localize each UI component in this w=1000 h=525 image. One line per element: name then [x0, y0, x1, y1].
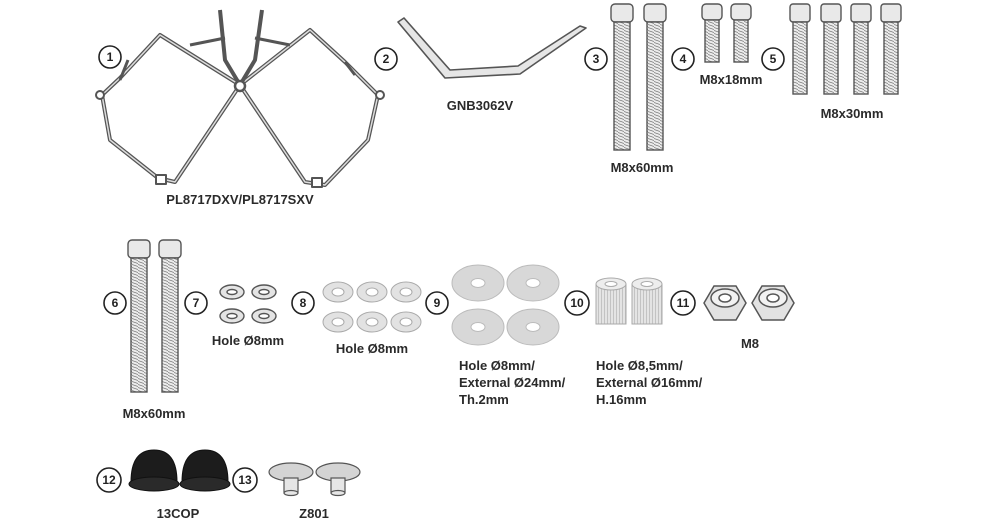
part-label-11: M8: [741, 336, 759, 351]
nuts-m8: [703, 285, 795, 321]
bolts-m8x30: [789, 3, 902, 95]
part-label-13: Z801: [299, 506, 329, 521]
part-number-8: 8: [291, 291, 315, 315]
part-label-9-line-1: Hole Ø8mm/: [459, 358, 535, 373]
part-number-7: 7: [184, 291, 208, 315]
part-number-text: 6: [112, 296, 119, 310]
part-number-text: 3: [593, 52, 600, 66]
part-label-4: M8x18mm: [700, 72, 763, 87]
pannier-frame-pair: [95, 9, 385, 188]
part-number-6: 6: [103, 291, 127, 315]
part-number-12: 12: [96, 467, 122, 493]
part-number-text: 8: [300, 296, 307, 310]
flat-washers-large: [451, 264, 560, 346]
part-number-13: 13: [232, 467, 258, 493]
part-number-1: 1: [98, 45, 122, 69]
part-label-10-line-3: H.16mm: [596, 392, 647, 407]
part-number-text: 2: [383, 52, 390, 66]
part-label-1: PL8717DXV/PL8717SXV: [166, 192, 314, 207]
part-number-3: 3: [584, 47, 608, 71]
part-number-text: 7: [193, 296, 200, 310]
part-label-10-line-2: External Ø16mm/: [596, 375, 703, 390]
part-number-2: 2: [374, 47, 398, 71]
part-label-8: Hole Ø8mm: [336, 341, 408, 356]
spring-washers: [219, 284, 277, 324]
part-label-5: M8x30mm: [821, 106, 884, 121]
part-label-9-line-2: External Ø24mm/: [459, 375, 566, 390]
part-number-10: 10: [564, 290, 590, 316]
part-number-4: 4: [671, 47, 695, 71]
part-number-11: 11: [670, 290, 696, 316]
part-number-text: 13: [238, 473, 252, 487]
bolts-m8x60-bottom: [127, 239, 182, 393]
part-number-text: 11: [677, 296, 690, 310]
flat-washers-small: [322, 281, 422, 333]
part-label-6: M8x60mm: [123, 406, 186, 421]
spacers: [595, 277, 663, 325]
part-number-text: 10: [570, 296, 584, 310]
part-number-text: 1: [107, 50, 114, 64]
part-label-7: Hole Ø8mm: [212, 333, 284, 348]
part-number-5: 5: [761, 47, 785, 71]
bolts-m8x60-top: [610, 3, 667, 151]
part-label-3: M8x60mm: [611, 160, 674, 175]
part-label-9-line-3: Th.2mm: [459, 392, 509, 407]
part-label-10-line-1: Hole Ø8,5mm/: [596, 358, 683, 373]
part-number-text: 9: [434, 296, 441, 310]
part-label-12: 13COP: [157, 506, 200, 521]
bolt-caps: [128, 449, 231, 492]
part-label-2: GNB3062V: [447, 98, 514, 113]
part-number-text: 4: [680, 52, 687, 66]
part-number-text: 12: [102, 473, 116, 487]
part-number-9: 9: [425, 291, 449, 315]
rubber-plugs: [268, 462, 361, 497]
bolts-m8x18: [701, 3, 752, 63]
part-number-text: 5: [770, 52, 777, 66]
bracket-bar: [397, 17, 587, 79]
